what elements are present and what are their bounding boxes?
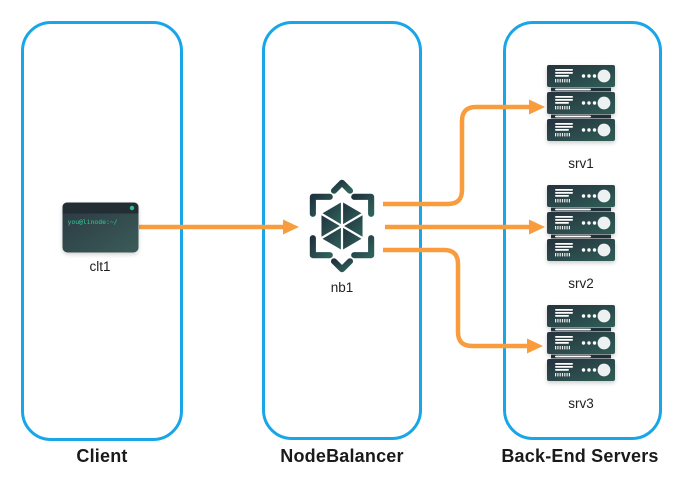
zone-label-backend-servers: Back-End Servers: [501, 446, 659, 466]
server-stack-srv3: [547, 305, 615, 381]
terminal-icon: you@linode:~/: [62, 202, 139, 253]
node-label-srv2: srv2: [568, 276, 594, 291]
nodebalancer-arrows: [309, 179, 375, 273]
server-stack-srv2: [547, 185, 615, 261]
node-label-nb1: nb1: [330, 280, 354, 295]
nodebalancer-icon: [309, 179, 375, 273]
nodebalancer-hexagon: [321, 202, 363, 250]
server-stack-srv1: [547, 65, 615, 141]
zone-client: [21, 21, 183, 441]
zone-nodebalancer: [262, 21, 422, 440]
node-label-srv3: srv3: [568, 396, 594, 411]
terminal-green-dot: [129, 205, 135, 211]
zone-label-nodebalancer: NodeBalancer: [280, 446, 404, 466]
zone-label-client: Client: [76, 446, 128, 466]
zone-backend-servers: [503, 21, 662, 440]
terminal-prompt-text: you@linode:~/: [68, 218, 118, 226]
node-label-srv1: srv1: [568, 156, 594, 171]
terminal-titlebar: [62, 202, 139, 214]
node-label-clt1: clt1: [89, 259, 111, 274]
